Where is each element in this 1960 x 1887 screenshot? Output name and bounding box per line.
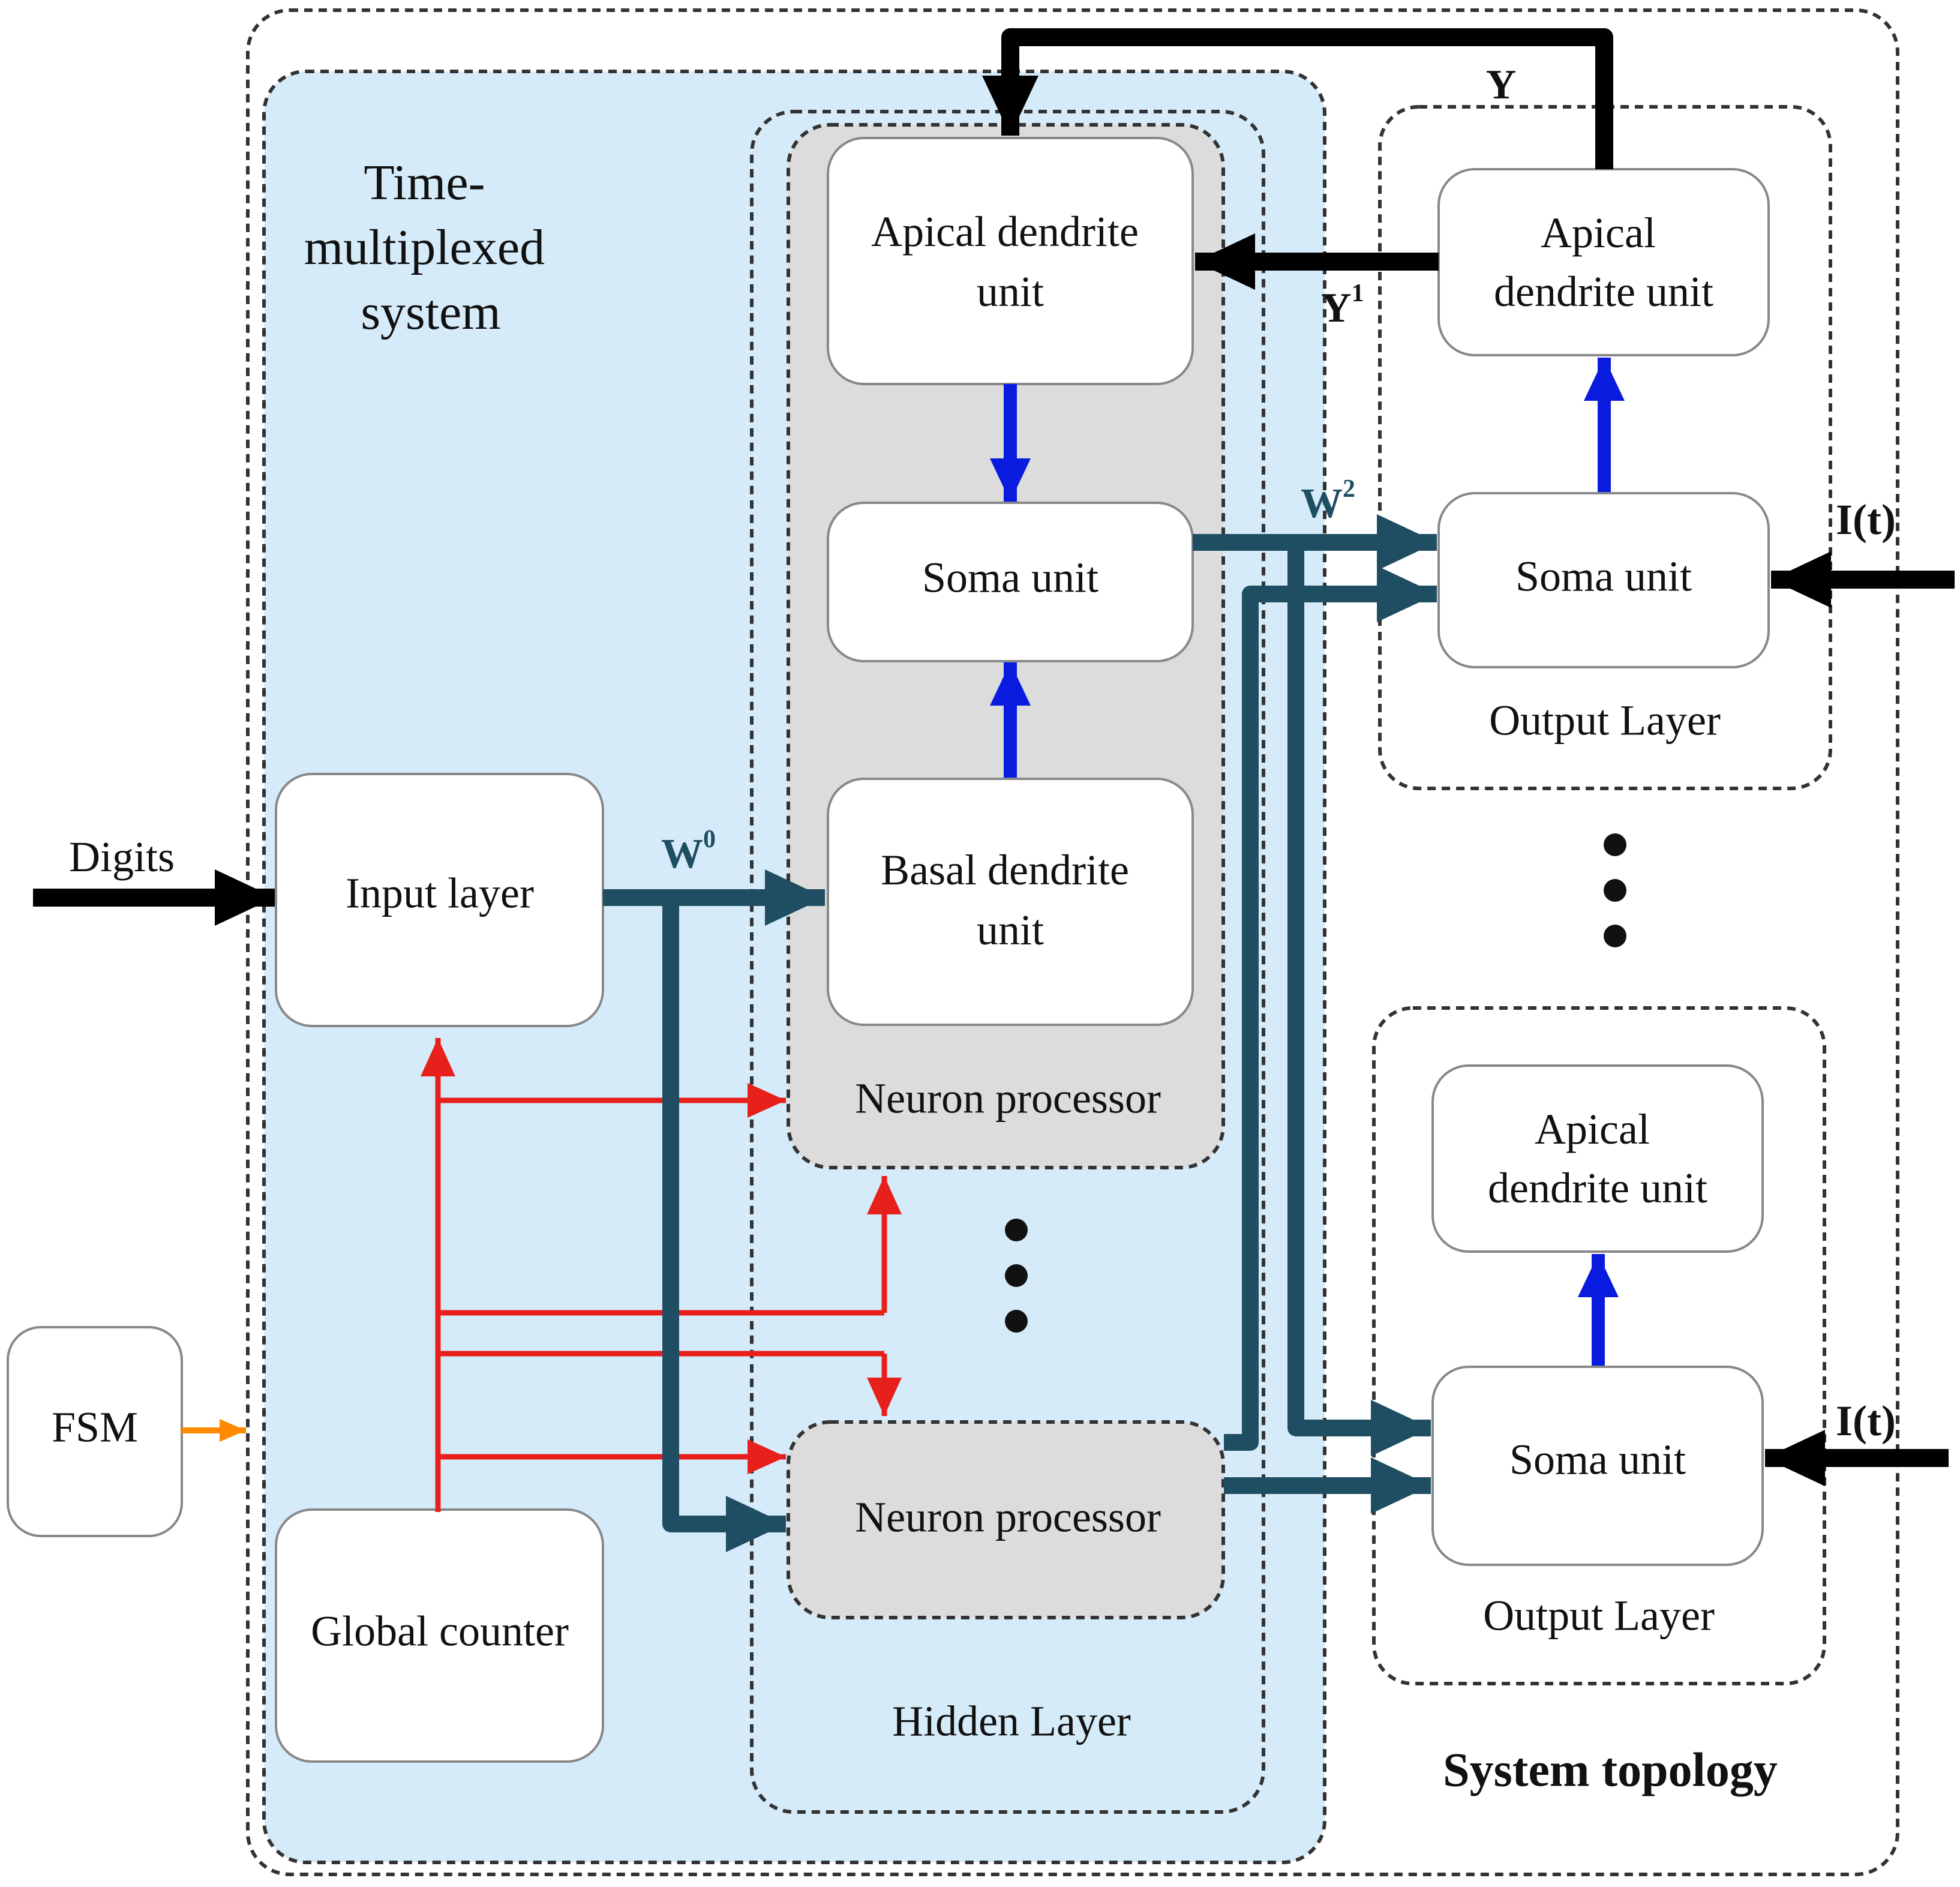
hidden-soma-label: Soma unit — [922, 554, 1098, 602]
global-counter-label: Global counter — [311, 1607, 569, 1655]
input-layer-label: Input layer — [346, 869, 534, 917]
output-layer-label-top: Output Layer — [1489, 697, 1721, 745]
output-soma-box-bottom — [1431, 1366, 1764, 1566]
feedback-y1-label: Y1 — [1321, 280, 1364, 331]
output-apical-box-top — [1437, 168, 1770, 356]
intra-neuron-arrows — [990, 358, 1625, 1366]
weight-w0-label: W0 — [661, 826, 716, 877]
hidden-layer-frame — [750, 110, 1265, 1814]
hidden-soma-box — [827, 502, 1194, 662]
output-apical-label-bottom: Apical dendrite unit — [1488, 1105, 1707, 1212]
fsm-label: FSM — [52, 1403, 138, 1451]
feedback-arrows — [33, 28, 1955, 1486]
current-input-label-bottom: I(t) — [1836, 1397, 1896, 1445]
system-title: Time- multiplexed system — [304, 155, 557, 340]
hidden-basal-dendrite-box — [827, 778, 1194, 1026]
output-apical-label-top: Apical dendrite unit — [1494, 209, 1713, 316]
output-layer-frame-top — [1378, 105, 1832, 790]
system-topology-frame — [246, 8, 1899, 1876]
ellipsis-dots — [1005, 833, 1626, 1333]
neuron-processor-bottom — [787, 1420, 1225, 1619]
output-layer-label-bottom: Output Layer — [1483, 1592, 1715, 1640]
output-soma-box-top — [1437, 492, 1770, 668]
feedback-y-label: Y — [1486, 62, 1517, 108]
output-soma-label-top: Soma unit — [1515, 553, 1692, 601]
digits-label: Digits — [69, 833, 175, 881]
hidden-basal-dendrite-label: Basal dendrite unit — [881, 846, 1140, 954]
hidden-apical-dendrite-label: Apical dendrite unit — [871, 208, 1149, 316]
neuron-processor-top-label: Neuron processor — [855, 1075, 1161, 1123]
weight-w2-label: W2 — [1301, 475, 1355, 527]
current-input-label-top: I(t) — [1836, 496, 1896, 544]
output-apical-box-bottom — [1431, 1064, 1764, 1253]
hidden-apical-dendrite-box — [827, 137, 1194, 385]
hidden-layer-label: Hidden Layer — [892, 1697, 1131, 1745]
control-lines — [421, 1038, 902, 1512]
output-soma-label-bottom: Soma unit — [1509, 1436, 1686, 1484]
system-topology-caption: System topology — [1443, 1744, 1778, 1796]
neuron-processor-bottom-label: Neuron processor — [855, 1493, 1161, 1541]
weight-bus — [603, 514, 1437, 1552]
